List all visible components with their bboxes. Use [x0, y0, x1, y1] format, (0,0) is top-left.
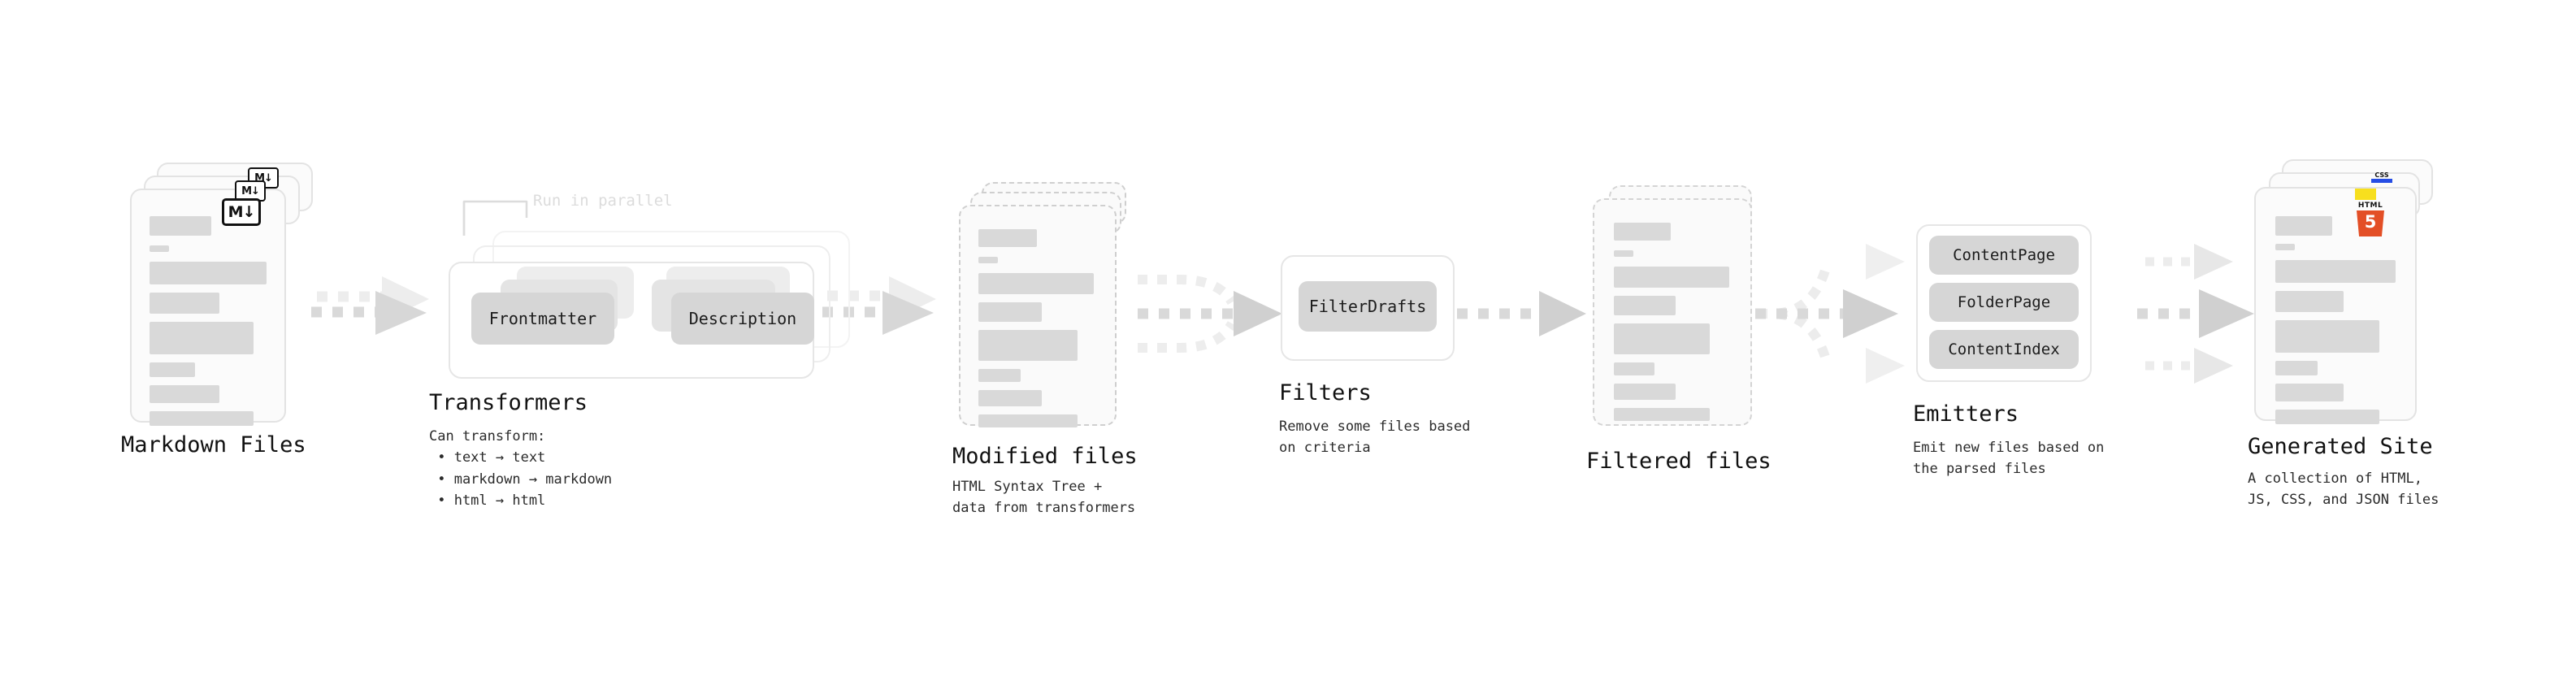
stage-subtitle-modified-files: HTML Syntax Tree + data from transformer…: [952, 479, 1136, 517]
stage-subtitle-filters: Remove some files based on criteria: [1279, 419, 1471, 457]
chip-contentpage[interactable]: ContentPage: [1929, 236, 2079, 275]
run-in-parallel-note: Run in parallel: [533, 192, 673, 210]
site-card-front: [2254, 187, 2417, 424]
stage-title-filtered-files: Filtered files: [1586, 449, 1772, 474]
css3-icon-label: CSS: [2374, 171, 2389, 179]
chip-folderpage-label: FolderPage: [1957, 293, 2051, 311]
stage-subtitle-transformers: Can transform: • text → text • markdown …: [429, 428, 613, 510]
modified-card-front: [959, 205, 1117, 427]
stage-title-modified-files: Modified files: [952, 444, 1138, 469]
stage-transformers: Run in parallel Frontmatter Description …: [429, 192, 868, 510]
html5-icon-digit: 5: [2364, 212, 2377, 232]
chip-filterdrafts-label: FilterDrafts: [1308, 297, 1427, 316]
markdown-icon: M↓: [222, 198, 261, 226]
chip-frontmatter-label: Frontmatter: [488, 309, 597, 328]
html5-icon: HTML 5: [2357, 202, 2384, 237]
stage-markdown-files: M↓ M↓ M↓ Markdown Files: [121, 163, 321, 458]
chip-contentindex[interactable]: ContentIndex: [1929, 330, 2079, 369]
chip-description-label: Description: [688, 309, 797, 328]
chip-filterdrafts[interactable]: FilterDrafts: [1299, 281, 1437, 332]
stage-filters: FilterDrafts Filters Remove some files b…: [1279, 255, 1524, 466]
stage-title-transformers: Transformers: [429, 390, 588, 415]
arrow-modified-to-filters: [1138, 275, 1282, 353]
stage-subtitle-emitters: Emit new files based on the parsed files: [1913, 440, 2105, 478]
stage-emitters: ContentPage FolderPage ContentIndex Emit…: [1913, 224, 2176, 477]
stage-filtered-files: Filtered files: [1586, 185, 1786, 474]
stage-generated-site: CSS HTML 5 Generated Site A collection o…: [2248, 159, 2462, 508]
markdown-icon-label: M↓: [228, 202, 256, 221]
filtered-card-front: [1593, 198, 1752, 426]
chip-contentpage-label: ContentPage: [1953, 246, 2055, 264]
document-card-front: [130, 189, 286, 426]
html5-icon-shield: 5: [2357, 210, 2384, 236]
arrow-markdown-to-transformers: [311, 276, 429, 335]
chip-folderpage[interactable]: FolderPage: [1929, 283, 2079, 322]
html5-icon-word: HTML: [2357, 202, 2383, 210]
stage-subtitle-generated-site: A collection of HTML, JS, CSS, and JSON …: [2248, 471, 2439, 509]
chip-frontmatter[interactable]: Frontmatter: [471, 293, 614, 345]
chip-contentindex-label: ContentIndex: [1948, 340, 2060, 358]
stage-title-filters: Filters: [1279, 380, 1372, 406]
stage-title-generated-site: Generated Site: [2248, 434, 2433, 459]
stage-title-markdown-files: Markdown Files: [121, 432, 306, 458]
stage-title-emitters: Emitters: [1913, 401, 2019, 427]
javascript-icon: [2355, 189, 2376, 200]
markdown-icon-mid-label: M↓: [241, 184, 260, 197]
chip-description[interactable]: Description: [671, 293, 814, 345]
css3-icon: CSS: [2371, 171, 2392, 183]
stage-modified-files: Modified files HTML Syntax Tree + data f…: [952, 182, 1152, 516]
